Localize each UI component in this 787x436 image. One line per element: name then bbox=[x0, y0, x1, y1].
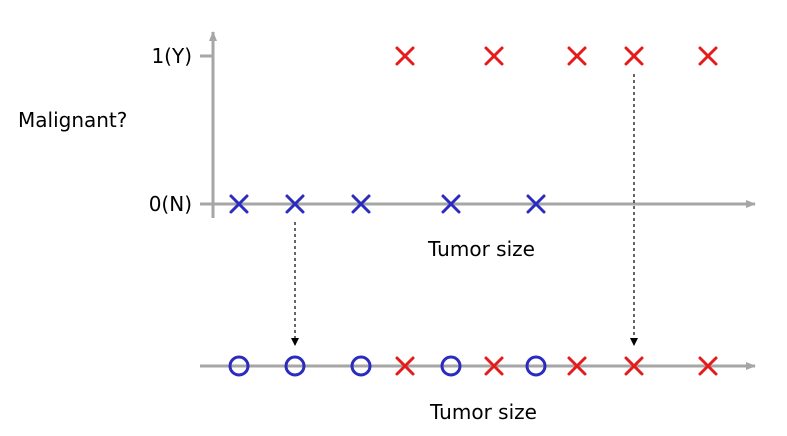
malignant-cross-10 bbox=[698, 356, 718, 376]
malignant-cross-4 bbox=[395, 356, 415, 376]
y-tick-label-1: 1(Y) bbox=[151, 44, 192, 68]
benign-circle-3 bbox=[350, 355, 372, 377]
malignant-cross-6 bbox=[484, 356, 504, 376]
malignant-cross-9 bbox=[624, 356, 644, 376]
benign-point-1 bbox=[229, 194, 249, 214]
top-data-points bbox=[229, 46, 718, 214]
x-axis-label-bottom: Tumor size bbox=[429, 400, 537, 424]
benign-circle-5 bbox=[440, 355, 462, 377]
malignant-point-7 bbox=[484, 46, 504, 66]
malignant-cross-8 bbox=[567, 356, 587, 376]
malignant-point-10 bbox=[698, 46, 718, 66]
y-axis-label: Malignant? bbox=[18, 108, 127, 132]
x-axis-label-top: Tumor size bbox=[427, 237, 535, 261]
bottom-marks bbox=[228, 355, 718, 377]
benign-point-5 bbox=[526, 194, 546, 214]
benign-point-2 bbox=[285, 194, 305, 214]
benign-circle-7 bbox=[525, 355, 547, 377]
benign-point-4 bbox=[441, 194, 461, 214]
malignant-point-6 bbox=[395, 46, 415, 66]
benign-point-3 bbox=[351, 194, 371, 214]
malignant-point-8 bbox=[567, 46, 587, 66]
benign-circle-2 bbox=[284, 355, 306, 377]
y-tick-label-0: 0(N) bbox=[149, 192, 192, 216]
malignant-point-9 bbox=[624, 46, 644, 66]
benign-circle-1 bbox=[228, 355, 250, 377]
